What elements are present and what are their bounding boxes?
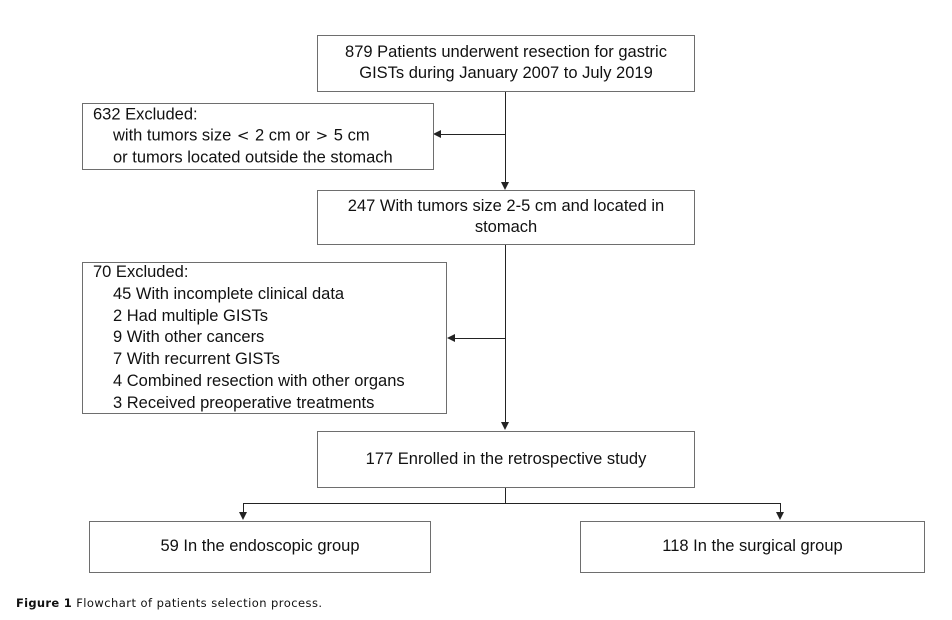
less-than-symbol: < (236, 126, 250, 145)
flow-node-group-surgical: 118 In the surgical group (580, 521, 925, 573)
flow-node-heading: 632 Excluded: (93, 104, 198, 123)
flow-node-item: 3 Received preoperative treatments (113, 393, 375, 412)
flow-node-item: 7 With recurrent GISTs (113, 349, 280, 368)
connector-split-stem (505, 488, 506, 503)
connector-trunk-upper (505, 92, 506, 183)
flow-node-enrolled-total-text: 879 Patients underwent resection for gas… (318, 42, 694, 86)
flow-node-line: 879 Patients underwent resection for gas… (345, 42, 667, 61)
figure-caption-body: Flowchart of patients selection process. (76, 596, 323, 610)
flow-node-eligible-size-location: 247 With tumors size 2-5 cm and located … (317, 190, 695, 245)
flow-node-line: 177 Enrolled in the retrospective study (365, 449, 647, 468)
greater-than-symbol: > (315, 126, 329, 145)
connector-branch-excluded-70 (455, 338, 505, 339)
flow-node-line: 247 With tumors size 2-5 cm and located … (347, 196, 665, 215)
connector-arrow-surgical (775, 512, 784, 520)
flow-node-excluded-size-location-text: 632 Excluded: with tumors size < 2 cm or… (83, 104, 433, 169)
flow-node-line: 59 In the endoscopic group (160, 537, 360, 556)
flow-node-enrolled-total: 879 Patients underwent resection for gas… (317, 35, 695, 92)
flow-node-item: 2 Had multiple GISTs (113, 306, 268, 325)
flow-node-eligible-size-location-text: 247 With tumors size 2-5 cm and located … (318, 196, 694, 240)
connector-arrow-excluded-70 (447, 333, 455, 342)
connector-split-bar (243, 503, 781, 504)
flow-node-item: or tumors located outside the stomach (113, 148, 393, 167)
figure-caption: Figure 1 Flowchart of patients selection… (16, 596, 323, 610)
flow-node-item: with tumors size < 2 cm or > 5 cm (113, 126, 370, 145)
flow-node-excluded-size-location: 632 Excluded: with tumors size < 2 cm or… (82, 103, 434, 170)
figure-caption-label: Figure 1 (16, 596, 73, 610)
connector-split-left-drop (243, 503, 244, 514)
flow-node-enrolled-study: 177 Enrolled in the retrospective study (317, 431, 695, 488)
flow-node-item: 4 Combined resection with other organs (113, 371, 405, 390)
flow-node-item: 45 With incomplete clinical data (113, 284, 345, 303)
flow-node-line: stomach (474, 218, 538, 237)
connector-branch-excluded-632 (441, 134, 505, 135)
flow-node-item: 9 With other cancers (113, 328, 265, 347)
flow-node-enrolled-study-text: 177 Enrolled in the retrospective study (318, 449, 694, 471)
connector-arrow-endoscopic (238, 512, 247, 520)
flow-node-excluded-criteria-text: 70 Excluded: 45 With incomplete clinical… (83, 262, 446, 414)
flow-node-group-surgical-text: 118 In the surgical group (581, 536, 924, 558)
flow-node-heading: 70 Excluded: (93, 262, 189, 281)
flow-node-group-endoscopic: 59 In the endoscopic group (89, 521, 431, 573)
connector-arrow-to-eligible (500, 182, 509, 190)
connector-trunk-lower (505, 245, 506, 423)
flow-node-excluded-criteria: 70 Excluded: 45 With incomplete clinical… (82, 262, 447, 414)
connector-arrow-to-enrolled-study (500, 422, 509, 430)
connector-split-right-drop (780, 503, 781, 514)
flow-node-line: GISTs during January 2007 to July 2019 (359, 64, 653, 83)
connector-arrow-excluded-632 (433, 129, 441, 138)
flow-node-group-endoscopic-text: 59 In the endoscopic group (90, 536, 430, 558)
flow-node-line: 118 In the surgical group (662, 537, 843, 556)
